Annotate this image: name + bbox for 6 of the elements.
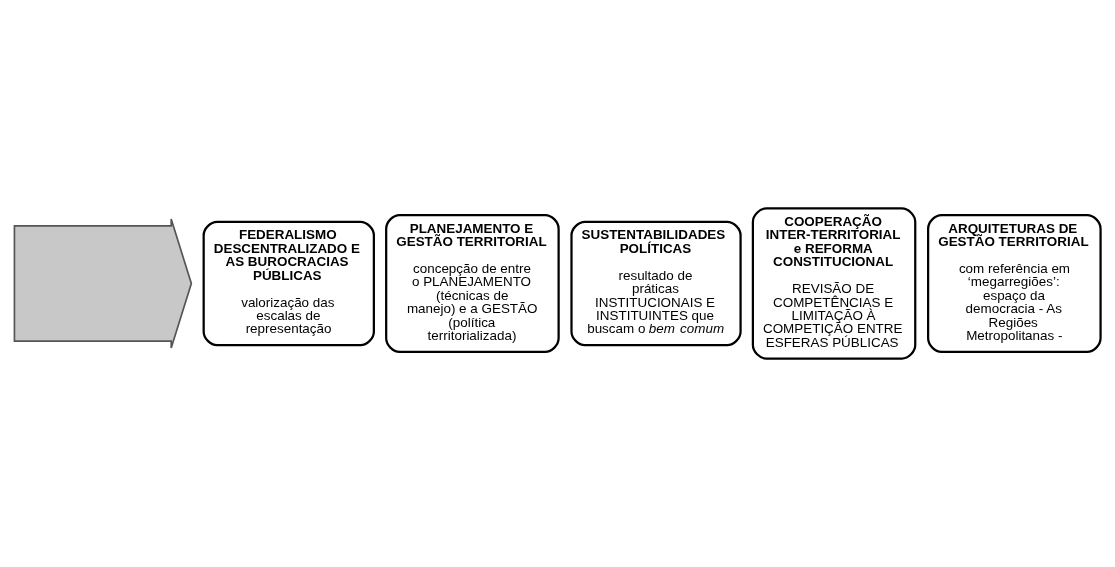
node-arrow — [13, 218, 193, 349]
node-box: PLANEJAMENTO E GESTÃO TERRITORIAL concepção de entre o PLANEJAMENTO (técnicas de manejo) e a GESTÃO (política territorializada) — [385, 214, 560, 353]
node-box: FEDERALISMO DESCENTRALIZADO E AS BUROCRACIAS PÚBLICAS valorização das escalas de representação — [202, 220, 375, 347]
node-box: COOPERAÇÃO INTER-TERRITORIAL e REFORMA CONSTITUCIONAL REVISÃO DE COMPETÊNCIAS E LIMITAÇÃO À COMPETIÇÃO ENTRE ESFERAS PÚBLICAS — [751, 207, 917, 360]
node-box: SUSTENTABILIDADES POLÍTICAS resultado de práticas INSTITUCIONAIS E INSTITUINTES que buscam o bem comum — [570, 220, 742, 347]
node-box: ARQUITETURAS DE GESTÃO TERRITORIAL com referência em ‘megarregiões’: espaço da democracia - As Regiões Metropolitanas - — [927, 214, 1102, 353]
